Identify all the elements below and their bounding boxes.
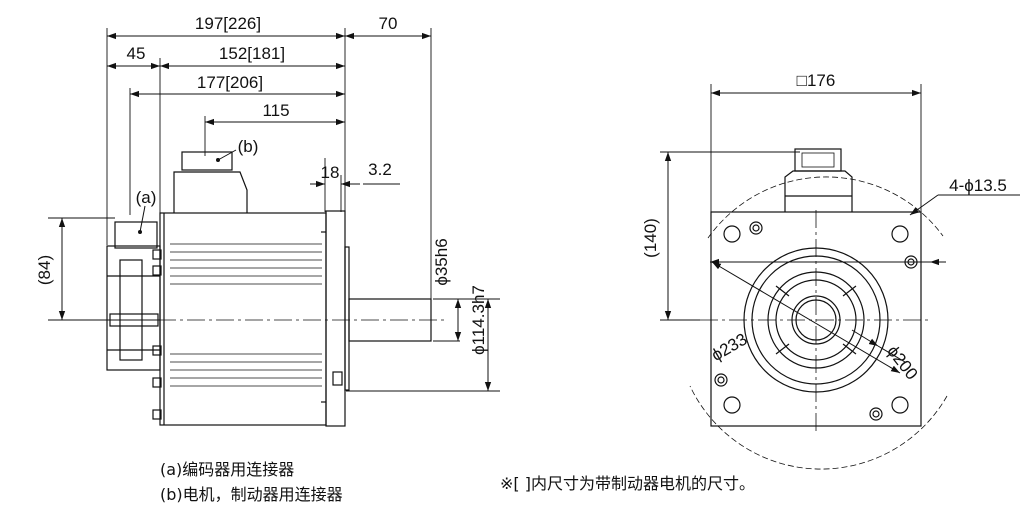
label-b: (b) [238,137,259,156]
dim-shaft-diameter: ϕ35h6 [432,238,451,285]
encoder-housing [106,221,161,371]
motor-body [152,212,327,426]
dim-square: □176 [797,71,836,90]
extension-lines [48,28,500,392]
dim-pilot-diameter: ϕ114.3h7 [469,285,488,355]
dim-overall: 197[226] [195,14,261,33]
label-a: (a) [136,188,157,207]
dim-flange-thickness: 18 [321,163,340,182]
dim-encoder-length: 45 [127,44,146,63]
dim-connector-height: (140) [641,218,660,258]
dim-pcd: ϕ233 [708,330,750,365]
side-view [48,28,500,427]
dim-encoder-height: (84) [35,255,54,285]
front-center-lines [700,210,932,432]
front-extension-lines [660,84,922,321]
note-a: (a)编码器用连接器 [160,460,295,479]
front-view-labels: □176 (140) 4-ϕ13.5 ϕ233 ϕ200 [641,71,1007,383]
note-b: (b)电机，制动器用连接器 [160,485,343,504]
dim-pilot-front: ϕ200 [883,342,921,384]
dim-holes: 4-ϕ13.5 [949,176,1007,195]
dim-shaft-step: 3.2 [368,160,392,179]
front-flange [321,210,346,427]
dim-connector-position: 115 [262,101,289,120]
front-connector [784,148,853,212]
dim-body-flange: 152[181] [219,44,285,63]
front-dimension-lines [664,89,1020,374]
note-bracket: ※[ ]内尺寸为带制动器电机的尺寸。 [500,474,755,493]
dim-shaft-length: 70 [379,14,398,33]
front-view [660,84,1020,470]
dimension-lines [58,32,492,391]
dim-body-total: 177[206] [197,73,263,92]
side-view-labels: 197[226] 70 45 152[181] 177[206] 115 18 … [35,14,488,355]
pcd-arc [689,176,948,470]
power-connector [173,151,248,213]
shaft [344,246,432,391]
